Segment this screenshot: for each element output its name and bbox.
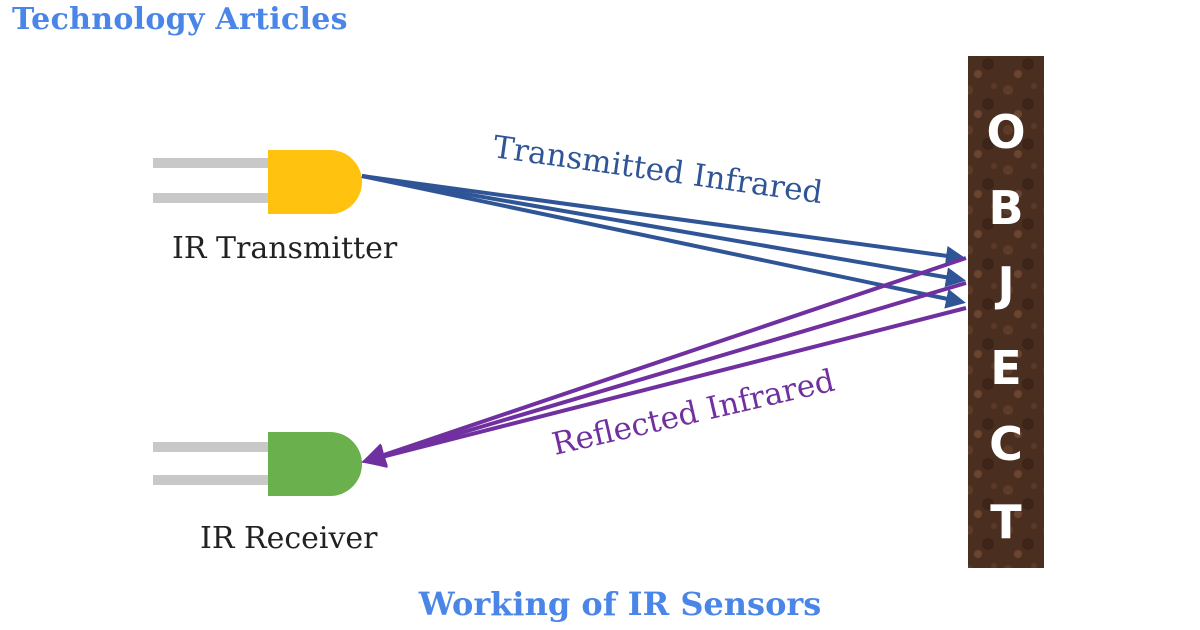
receiver-lead-top bbox=[153, 442, 273, 452]
transmitted-ray-3 bbox=[361, 174, 966, 309]
reflected-rays bbox=[361, 256, 967, 468]
diagram-caption: Working of IR Sensors bbox=[418, 585, 822, 623]
object-letter-2: B bbox=[988, 181, 1023, 235]
transmitter-label: IR Transmitter bbox=[172, 231, 398, 266]
ir-transmitter bbox=[153, 150, 362, 214]
site-brand: Technology Articles bbox=[12, 2, 348, 37]
ir-receiver bbox=[153, 432, 362, 496]
object-letter-4: E bbox=[990, 341, 1021, 395]
reflected-ray-2 bbox=[361, 281, 967, 468]
transmitted-rays bbox=[361, 174, 966, 309]
receiver-lead-bottom bbox=[153, 475, 273, 485]
transmitted-ray-1 bbox=[361, 174, 966, 266]
transmitter-led-icon bbox=[268, 150, 362, 214]
transmitter-lead-bottom bbox=[153, 193, 273, 203]
object-surface bbox=[968, 56, 1044, 568]
reflected-ray-1 bbox=[361, 256, 967, 467]
receiver-label: IR Receiver bbox=[200, 521, 378, 556]
object-letter-6: T bbox=[990, 495, 1022, 549]
object-letter-3: J bbox=[994, 257, 1014, 311]
transmitter-lead-top bbox=[153, 158, 273, 168]
reflected-ray-3 bbox=[361, 306, 967, 468]
transmitted-ray-2 bbox=[361, 174, 966, 288]
receiver-led-icon bbox=[268, 432, 362, 496]
object-letter-5: C bbox=[989, 417, 1023, 471]
object-block: O B J E C T bbox=[968, 56, 1044, 568]
object-letter-1: O bbox=[986, 105, 1025, 159]
